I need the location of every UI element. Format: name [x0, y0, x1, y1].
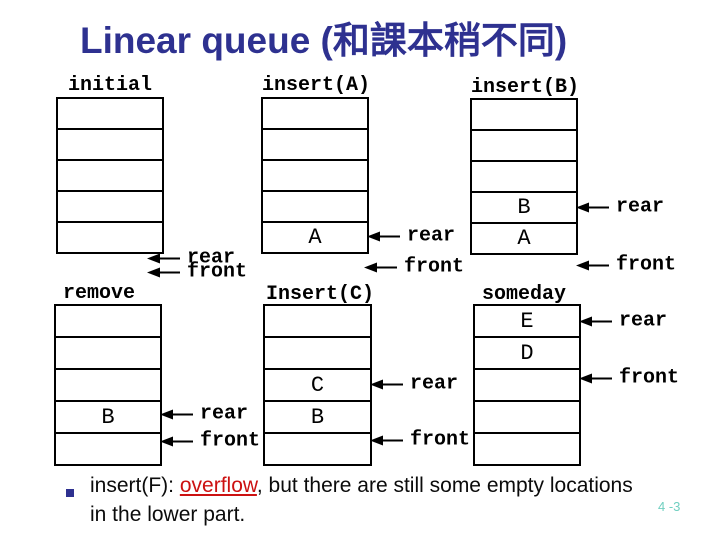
queue-box-insert-a: A [261, 97, 369, 254]
rear-pointer-someday: rear [579, 310, 667, 333]
left-arrow-icon [370, 379, 383, 389]
pointer-label-front: front [619, 366, 680, 390]
queue-cell [263, 161, 367, 192]
pointer-label-rear: rear [407, 224, 456, 248]
queue-cell: B [56, 402, 160, 434]
slide-title: Linear queue (和課本稍不同) [80, 20, 568, 61]
page-number: 4 -3 [658, 499, 681, 514]
arrow-line [380, 235, 400, 237]
queue-label-insert-a: insert(A) [262, 74, 371, 97]
pointer-label-front: front [200, 429, 261, 453]
arrow-line [173, 440, 193, 442]
queue-cell [472, 131, 576, 162]
queue-cell [56, 338, 160, 370]
left-arrow-icon [160, 436, 173, 446]
queue-cell [56, 434, 160, 464]
queue-box-remove: B [54, 304, 162, 466]
queue-cell [265, 306, 370, 338]
pointer-label-rear: rear [619, 309, 668, 333]
pointer-label-front: front [187, 260, 248, 284]
rear-pointer-insert-a: rear [367, 225, 455, 248]
queue-cell [58, 130, 162, 161]
front-pointer-initial: front [147, 261, 247, 284]
queue-cell [58, 99, 162, 130]
rear-pointer-insert-c: rear [370, 373, 458, 396]
rear-pointer-insert-b: rear [576, 196, 664, 219]
arrow-line [592, 377, 612, 379]
queue-cell [472, 162, 576, 193]
queue-cell [263, 192, 367, 223]
queue-cell [58, 192, 162, 223]
queue-cell: B [472, 193, 576, 224]
queue-label-insert-c: Insert(C) [266, 283, 375, 306]
queue-box-insert-c: C B [263, 304, 372, 466]
left-arrow-icon [367, 231, 380, 241]
arrow-line [173, 413, 193, 415]
queue-cell [56, 370, 160, 402]
queue-cell [58, 161, 162, 192]
arrow-line [383, 439, 403, 441]
queue-cell [265, 434, 370, 464]
queue-cell: E [475, 306, 579, 338]
queue-label-insert-b: insert(B) [471, 76, 580, 99]
arrow-line [592, 320, 612, 322]
arrow-line [160, 271, 180, 273]
pointer-label-front: front [616, 253, 677, 277]
arrow-line [383, 383, 403, 385]
queue-cell [263, 130, 367, 161]
queue-cell [475, 402, 579, 434]
queue-cell: A [308, 225, 322, 250]
pointer-label-front: front [404, 255, 465, 279]
left-arrow-icon [579, 373, 592, 383]
rear-pointer-initial: rear [147, 247, 235, 270]
left-arrow-icon [147, 253, 160, 263]
arrow-line [589, 264, 609, 266]
left-arrow-icon [576, 260, 589, 270]
front-pointer-insert-b: front [576, 254, 676, 277]
pointer-label-rear: rear [616, 195, 665, 219]
left-arrow-icon [160, 409, 173, 419]
rear-pointer-remove: rear [160, 403, 248, 426]
queue-label-remove: remove [63, 282, 136, 305]
front-pointer-insert-a: front [364, 256, 464, 279]
front-pointer-someday: front [579, 367, 679, 390]
queue-cell [475, 434, 579, 464]
queue-label-someday: someday [482, 283, 567, 306]
pointer-label-rear: rear [410, 372, 459, 396]
pointer-label-front: front [410, 428, 471, 452]
overflow-highlight: overflow [179, 474, 257, 497]
pointer-label-rear: rear [200, 402, 249, 426]
queue-cell [475, 370, 579, 402]
queue-cell: C [265, 370, 370, 402]
left-arrow-icon [370, 435, 383, 445]
note-text: insert(F): overflow, but there are still… [90, 471, 635, 529]
queue-box-insert-b: B A [470, 98, 578, 255]
square-bullet-icon [66, 489, 74, 497]
queue-box-someday: E D [473, 304, 581, 466]
pointer-label-rear: rear [187, 246, 236, 270]
arrow-line [377, 266, 397, 268]
queue-cell: B [265, 402, 370, 434]
front-pointer-remove: front [160, 430, 260, 453]
queue-cell: D [475, 338, 579, 370]
note-prefix: insert(F): [90, 474, 180, 497]
arrow-line [160, 257, 180, 259]
queue-cell [265, 338, 370, 370]
left-arrow-icon [147, 267, 160, 277]
left-arrow-icon [579, 316, 592, 326]
left-arrow-icon [364, 262, 377, 272]
queue-box-initial [56, 97, 164, 254]
queue-cell [56, 306, 160, 338]
arrow-line [589, 206, 609, 208]
note-suffix: , but there are still some empty locatio… [90, 474, 633, 526]
front-pointer-insert-c: front [370, 429, 470, 452]
left-arrow-icon [576, 202, 589, 212]
queue-cell [472, 100, 576, 131]
queue-label-initial: initial [68, 74, 153, 97]
queue-cell [263, 99, 367, 130]
queue-cell: A [517, 226, 531, 251]
